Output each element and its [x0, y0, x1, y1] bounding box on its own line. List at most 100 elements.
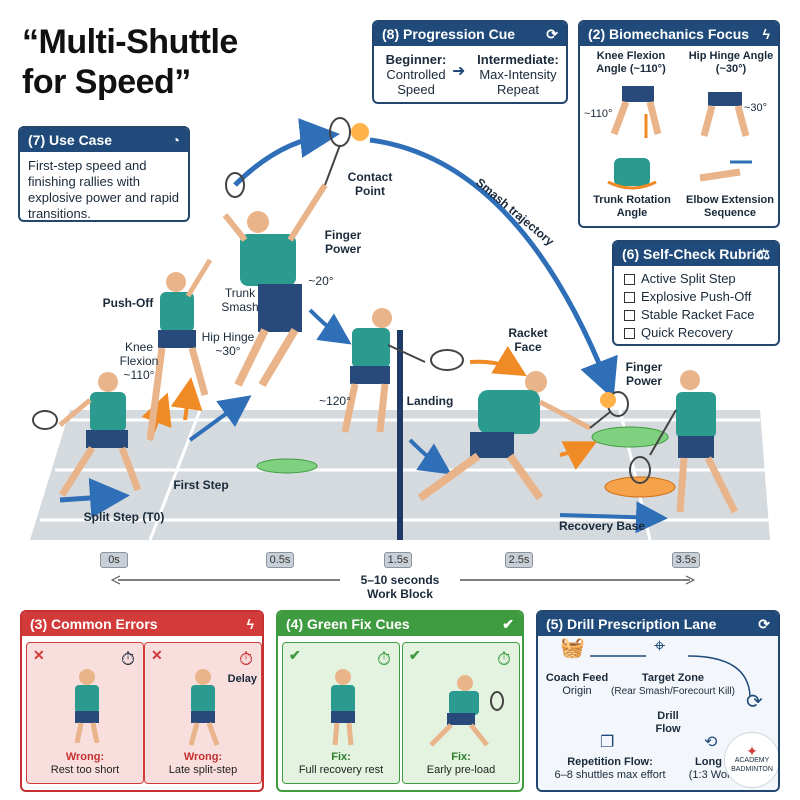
long-r-label: Long R [695, 756, 733, 768]
check-icon: ✔ [289, 647, 301, 663]
logo-text-2: BADMINTON [731, 766, 773, 773]
error-2-key: Wrong: [183, 751, 223, 763]
label-angle-20: ~20° [308, 274, 334, 288]
progression-intermediate: Intermediate: Max-Intensity Repeat [472, 52, 564, 97]
use-case-panel: (7) Use Case ◔ First-step speed and fini… [18, 126, 190, 222]
biomech-hip-angle: ~30° [744, 102, 768, 114]
fix-cues-title: (4) Green Fix Cues [286, 616, 410, 632]
drill-prescription-panel: (5) Drill Prescription Lane ⟳ 🧺 ⌖ Coach … [536, 610, 780, 792]
repetition-label: Repetition Flow: [567, 756, 653, 768]
coach-feed-origin: Origin [562, 685, 592, 697]
player-push-off [146, 258, 213, 441]
label-angle-120: ~120° [319, 394, 351, 408]
timeline-right-cap [685, 575, 696, 585]
title-line-2: for Speed” [22, 63, 191, 101]
player-recovery [629, 370, 739, 514]
basket-icon: 🧺 [560, 637, 585, 659]
label-hip-hinge: Hip Hinge ~30° [201, 330, 255, 358]
jump-arrow [233, 118, 340, 187]
fix-card-1: ✔ ⏱ Fix:Full recovery rest [282, 642, 400, 784]
scales-icon: ⚖ [757, 246, 770, 262]
intermediate-value-2: Repeat [497, 82, 539, 97]
x-icon: ✕ [151, 647, 163, 663]
rubric-title: (6) Self-Check Rubric [622, 246, 764, 262]
timeline-tick-1: 0.5s [266, 552, 294, 568]
coach-feed-block: Coach Feed Origin [542, 672, 612, 698]
timeline-tick-4: 3.5s [672, 552, 700, 568]
label-split-step: Split Step (T0) [83, 510, 165, 524]
drill-flow-2: Flow [655, 723, 681, 735]
stopwatch-icon: ⏱ [238, 649, 253, 669]
checkbox-icon[interactable] [624, 327, 635, 339]
rubric-item[interactable]: Quick Recovery [624, 324, 768, 342]
drill-flow-arrows [590, 655, 751, 697]
cycle-icon: ⟳ [746, 691, 763, 713]
timeline-label-1: 5–10 seconds [360, 573, 440, 587]
smash-trajectory-arrow [369, 137, 618, 400]
timeline-label: 5–10 seconds Work Block [340, 573, 460, 601]
stopwatch-icon: ⏱ [496, 649, 511, 669]
timeline-tick-3: 2.5s [505, 552, 533, 568]
label-trunk-smash: Trunk Smash [221, 286, 259, 314]
intermediate-label: Intermediate: [477, 52, 559, 67]
reach-arrow [559, 441, 598, 471]
progression-title: (8) Progression Cue [382, 26, 516, 42]
stopwatch-icon: ⏱ [120, 649, 135, 669]
target-zone-sub: (Rear Smash/Forecourt Kill) [611, 686, 735, 697]
biomech-knee-label: Knee Flexion Angle (~110°) [596, 50, 666, 75]
rubric-item[interactable]: Explosive Push-Off [624, 288, 768, 306]
player-lunge [417, 371, 629, 502]
common-errors-title: (3) Common Errors [30, 616, 158, 632]
fix-figure-1 [331, 669, 355, 746]
use-case-header: (7) Use Case ◔ [20, 128, 188, 152]
label-contact-point: Contact Point [347, 170, 393, 198]
player-jump-smash [222, 117, 351, 388]
rubric-header: (6) Self-Check Rubric ⚖ [614, 242, 778, 266]
timeline-tick-0: 0s [100, 552, 128, 568]
error-1-key: Wrong: [65, 751, 105, 763]
logo-text-1: ACADEMY [734, 757, 770, 764]
common-errors-panel: (3) Common Errors ϟ ✕ ⏱ Wrong:Rest too s… [20, 610, 264, 792]
split-step-arrow [59, 478, 130, 518]
error-card-1: ✕ ⏱ Wrong:Rest too short [26, 642, 144, 784]
error-figure-1 [74, 669, 100, 743]
fix-1-value: Full recovery rest [298, 764, 384, 776]
x-icon: ✕ [33, 647, 45, 663]
refresh-icon: ⟳ [758, 616, 770, 632]
use-case-text: First-step speed and finishing rallies w… [28, 158, 180, 221]
delay-label: Delay [227, 673, 257, 685]
drill-flow-block: Drill Flow [648, 710, 688, 736]
rubric-item[interactable]: Stable Racket Face [624, 306, 768, 324]
biomech-upper-illustration [607, 158, 752, 190]
progression-beginner: Beginner: Controlled Speed [380, 52, 452, 97]
biomechanics-title: (2) Biomechanics Focus [588, 26, 750, 42]
page-title: “Multi-Shuttle for Speed” [22, 22, 238, 102]
fix-card-2: ✔ ⏱ Fix:Early pre-load [402, 642, 520, 784]
label-finger-power-2: Finger Power [625, 360, 663, 388]
use-case-title: (7) Use Case [28, 132, 113, 148]
fix-1-key: Fix: [331, 751, 351, 763]
error-figure-2 [188, 669, 220, 746]
timeline-label-2: Work Block [367, 587, 433, 601]
rubric-item[interactable]: Active Split Step [624, 270, 768, 288]
error-2-value: Late split-step [168, 764, 238, 776]
landing-arrow [308, 308, 352, 345]
target-zone-orange [604, 476, 676, 498]
fix-cues-panel: (4) Green Fix Cues ✔ ✔ ⏱ Fix:Full recove… [276, 610, 524, 792]
biomechanics-header: (2) Biomechanics Focus ϟ [580, 22, 778, 46]
biomech-legs-illustration [610, 86, 750, 138]
repetition-sub: 6–8 shuttles max effort [554, 769, 666, 781]
biomech-elbow-label: Elbow Extension Sequence [685, 194, 774, 219]
loop-icon: ⟲ [704, 734, 718, 751]
drill-flow-1: Drill [657, 710, 679, 722]
court-scene [30, 117, 770, 585]
stack-icon: ❐ [600, 734, 615, 751]
checkbox-icon[interactable] [624, 309, 635, 321]
label-landing: Landing [406, 394, 454, 408]
checkbox-icon[interactable] [624, 291, 635, 303]
title-line-1: “Multi-Shuttle [22, 23, 238, 61]
rubric-item-label: Explosive Push-Off [641, 289, 752, 304]
net-post [397, 330, 403, 540]
checkbox-icon[interactable] [624, 273, 635, 285]
beginner-value-1: Controlled [386, 67, 446, 82]
